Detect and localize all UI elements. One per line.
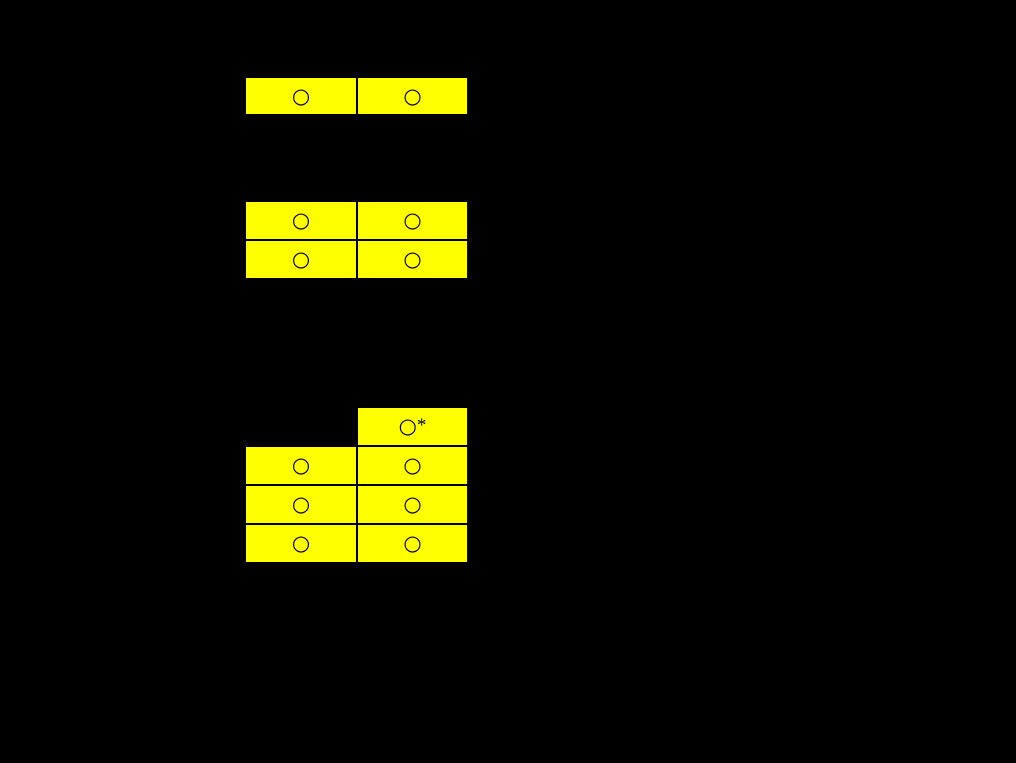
circle-icon: ○: [291, 83, 311, 108]
highlighted-cell-group-2: ○○○○: [246, 200, 467, 280]
circle-icon: ○: [403, 247, 422, 271]
highlighted-cell-group-1: ○○: [246, 76, 467, 116]
highlighted-cell: ○: [246, 484, 358, 525]
highlighted-cell: ○: [357, 484, 467, 525]
circle-icon: ○: [291, 531, 311, 555]
table-row: ○○: [246, 200, 467, 241]
highlighted-cell: ○: [246, 523, 358, 564]
table-row: ○○: [246, 523, 467, 564]
highlighted-cell: ○: [246, 200, 358, 241]
circle-icon: ○: [403, 531, 422, 555]
table-row: ○○: [246, 239, 467, 280]
circle-icon: ○: [291, 208, 311, 232]
circle-icon: ○: [398, 414, 417, 438]
circle-icon: ○: [291, 247, 311, 271]
circle-icon: ○: [403, 492, 422, 516]
circle-icon: ○: [403, 453, 422, 477]
table-row: ○○: [246, 484, 467, 525]
highlighted-cell: ○: [246, 239, 358, 280]
circle-icon: ○: [403, 208, 422, 232]
empty-cell: [246, 406, 358, 447]
table-row: ○*: [246, 406, 467, 447]
highlighted-cell: ○*: [357, 406, 467, 447]
highlighted-cell: ○: [357, 239, 467, 280]
highlighted-cell: ○: [246, 445, 358, 486]
highlighted-cell: ○: [246, 76, 358, 116]
asterisk-marker: *: [416, 415, 427, 436]
group-1-body: ○○: [246, 76, 467, 116]
highlighted-cell: ○: [357, 76, 467, 116]
group-2-body: ○○○○: [246, 200, 467, 280]
highlighted-cell: ○: [357, 200, 467, 241]
highlighted-cell: ○: [357, 445, 467, 486]
circle-icon: ○: [403, 83, 422, 108]
table-row: ○○: [246, 76, 467, 116]
circle-icon: ○: [291, 453, 311, 477]
group-3-body: ○*○○○○○○: [246, 406, 467, 564]
table-row: ○○: [246, 445, 467, 486]
circle-icon: ○: [291, 492, 311, 516]
highlighted-cell: ○: [357, 523, 467, 564]
highlighted-cell-group-3: ○*○○○○○○: [246, 406, 467, 564]
